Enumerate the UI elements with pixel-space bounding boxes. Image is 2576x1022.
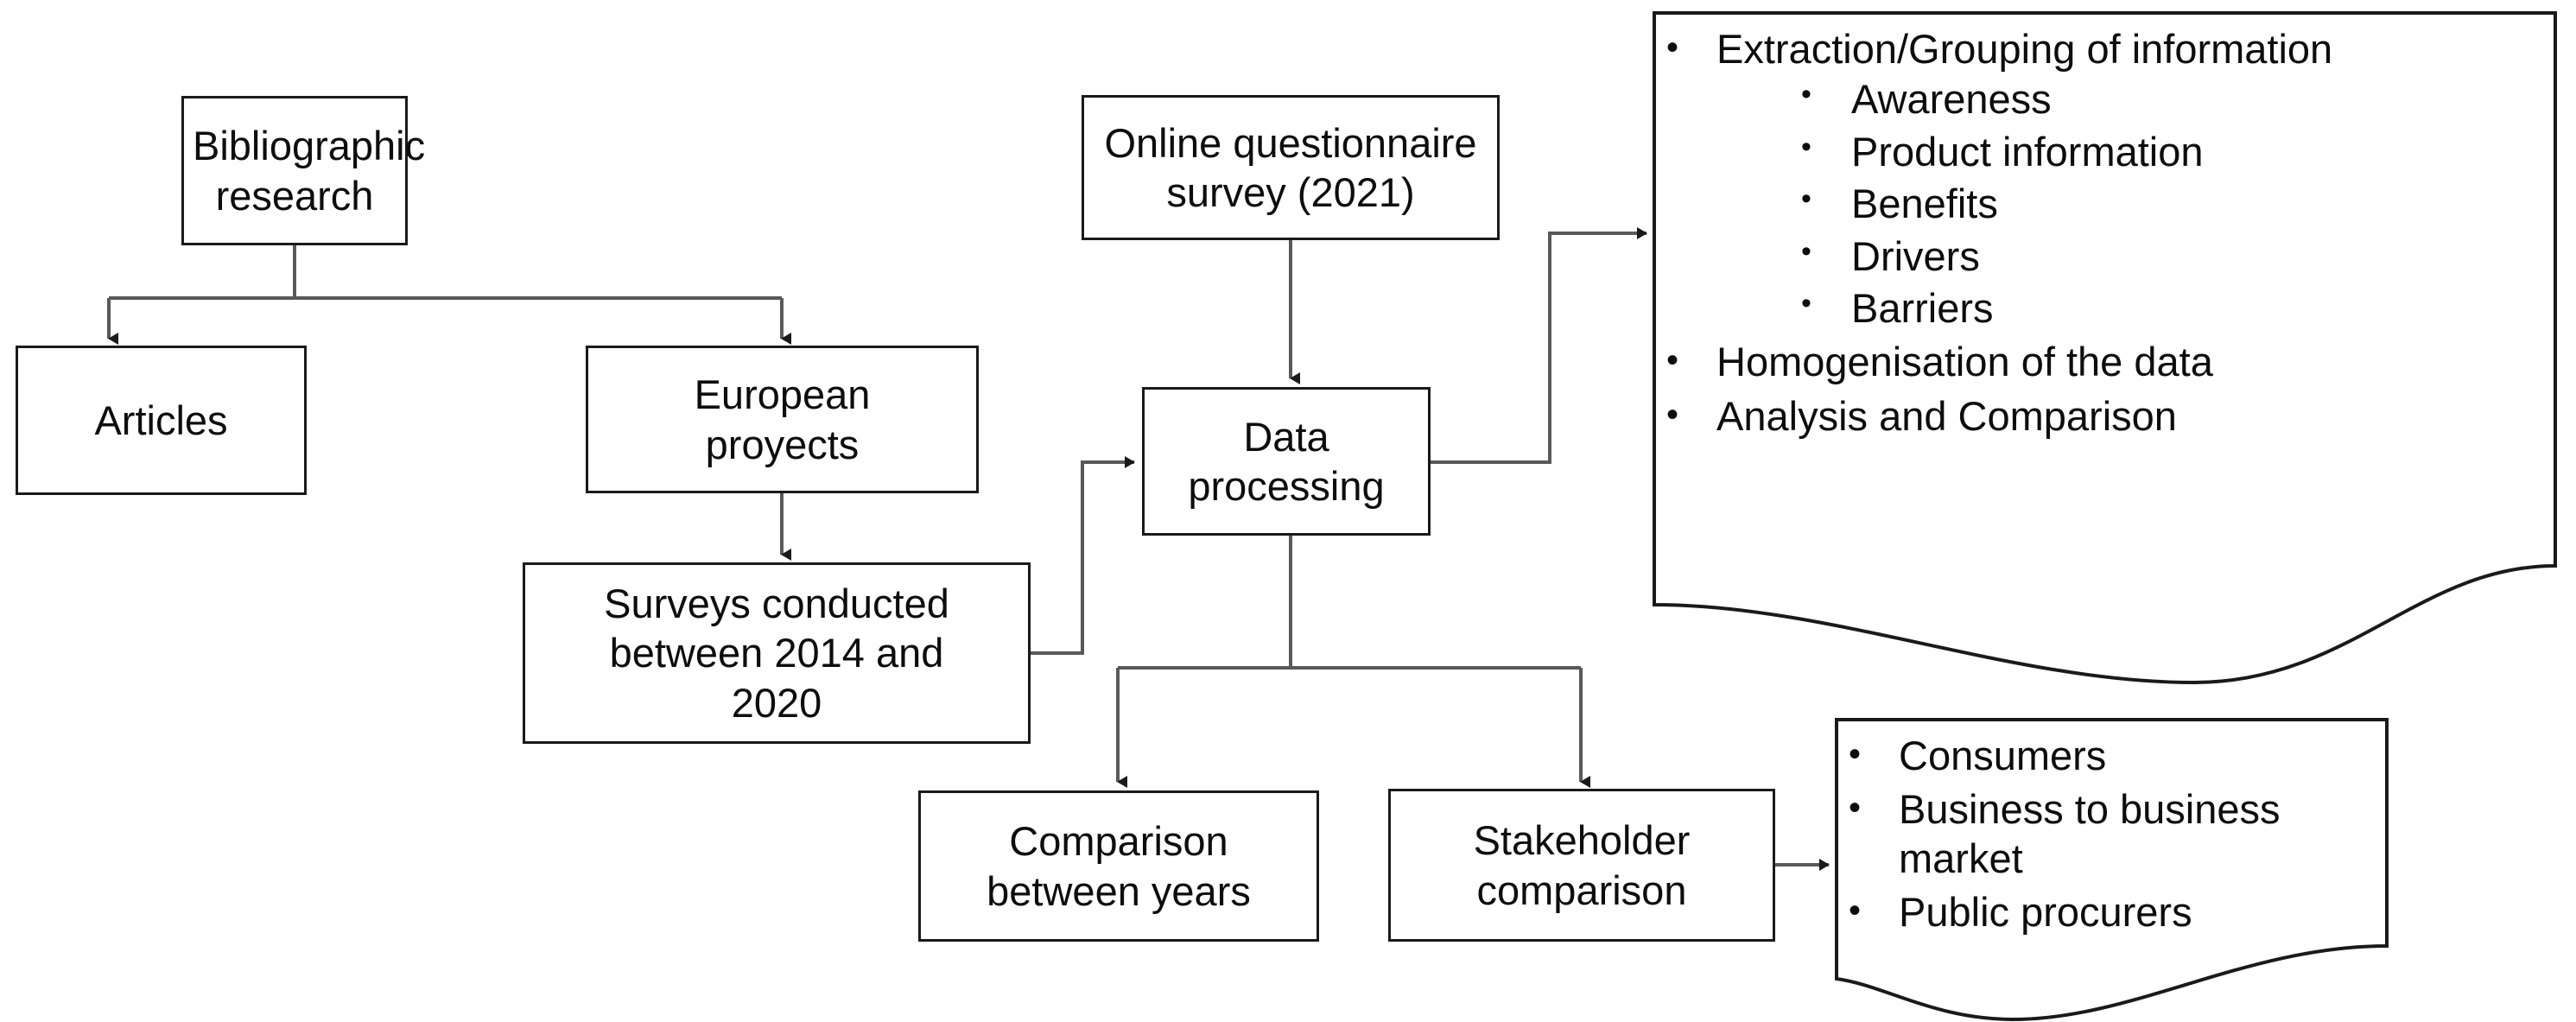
line-2: survey (2021) [1166, 169, 1415, 215]
stakeholder-document[interactable]: • Consumers • Business to business marke… [1837, 720, 2387, 979]
line-1: Surveys conducted [604, 581, 949, 626]
processing-sub-list: • Awareness • Product information • Bene… [1716, 75, 2555, 333]
list-item-label: Product information [1851, 128, 2204, 175]
stakeholder-bullet-list: • Consumers • Business to business marke… [1837, 732, 2387, 937]
bullet-glyph: • [1801, 286, 1811, 320]
list-item-benefits[interactable]: • Benefits [1794, 180, 2555, 228]
line-1: European [694, 371, 871, 418]
connector-surveys-to-processing [1031, 456, 1135, 655]
node-data-processing-label: Data processing [1153, 412, 1419, 511]
list-item-barriers[interactable]: • Barriers [1794, 284, 2555, 333]
line-2: between 2014 and [609, 630, 944, 676]
list-item-homogenisation[interactable]: • Homogenisation of the data [1654, 338, 2555, 386]
node-online-questionnaire-survey[interactable]: Online questionnaire survey (2021) [1082, 95, 1500, 240]
line-2: proyects [705, 421, 860, 467]
list-item-consumers[interactable]: • Consumers [1837, 732, 2387, 780]
list-item-label: Barriers [1851, 284, 1994, 331]
node-data-processing[interactable]: Data processing [1142, 387, 1431, 536]
bullet-glyph: • [1801, 130, 1811, 163]
node-surveys-conducted-label: Surveys conducted between 2014 and 2020 [534, 579, 1019, 727]
line-1: Bibliographic [193, 123, 426, 169]
processing-document[interactable]: • Extraction/Grouping of information • A… [1654, 13, 2555, 605]
list-item-label: Benefits [1851, 181, 1998, 227]
node-european-proyects[interactable]: European proyects [586, 346, 979, 493]
list-item-label: Business to business market [1899, 786, 2281, 881]
bullet-glyph: • [1666, 29, 1679, 67]
bullet-glyph: • [1849, 789, 1862, 828]
list-item-product-information[interactable]: • Product information [1794, 128, 2555, 176]
list-item-analysis-comparison[interactable]: • Analysis and Comparison [1654, 392, 2555, 441]
bullet-glyph: • [1666, 341, 1679, 380]
node-stakeholder-comparison-label: Stakeholder comparison [1399, 816, 1764, 915]
bullet-glyph: • [1849, 892, 1862, 930]
list-item-business-to-business[interactable]: • Business to business market [1837, 785, 2387, 883]
connector-processing-to-document [1431, 227, 1647, 464]
line-2: processing [1188, 463, 1385, 509]
list-item-label: Awareness [1851, 76, 2052, 123]
bullet-glyph: • [1849, 735, 1862, 773]
line-1: Comparison [1009, 818, 1228, 865]
line-1: Stakeholder [1473, 817, 1691, 864]
line-2: between years [987, 867, 1251, 914]
list-item-awareness[interactable]: • Awareness [1794, 75, 2555, 124]
node-comparison-between-years-label: Comparison between years [930, 816, 1308, 916]
list-item-drivers[interactable]: • Drivers [1794, 232, 2555, 281]
list-item-label: Homogenisation of the data [1716, 339, 2213, 385]
node-bibliographic-research-label: Bibliographic research [193, 121, 425, 220]
node-online-questionnaire-survey-label: Online questionnaire survey (2021) [1093, 118, 1488, 218]
list-item-label: Public procurers [1899, 889, 2192, 936]
bullet-glyph: • [1666, 395, 1679, 434]
line-3: 2020 [731, 679, 822, 726]
processing-bullet-list: • Extraction/Grouping of information • A… [1654, 25, 2555, 441]
list-item-public-procurers[interactable]: • Public procurers [1837, 888, 2387, 936]
node-bibliographic-research[interactable]: Bibliographic research [181, 96, 425, 245]
list-item-extraction[interactable]: • Extraction/Grouping of information • A… [1654, 25, 2555, 333]
line-2: comparison [1476, 866, 1687, 913]
node-surveys-conducted[interactable]: Surveys conducted between 2014 and 2020 [523, 562, 1031, 744]
node-articles[interactable]: Articles [16, 346, 307, 495]
list-item-label: Consumers [1899, 733, 2107, 778]
list-item-label: Drivers [1851, 232, 1980, 279]
bullet-glyph: • [1801, 182, 1811, 216]
node-articles-label: Articles [94, 397, 228, 443]
node-stakeholder-comparison[interactable]: Stakeholder comparison [1388, 789, 1775, 942]
list-item-label: Analysis and Comparison [1716, 392, 2177, 439]
node-european-proyects-label: European proyects [597, 370, 968, 469]
line-2: research [215, 172, 374, 219]
bullet-glyph: • [1801, 234, 1811, 268]
line-1: Online questionnaire [1104, 119, 1477, 166]
list-item-label: Extraction/Grouping of information [1716, 26, 2333, 72]
line-1: Data [1243, 413, 1329, 460]
bullet-glyph: • [1801, 78, 1811, 111]
node-comparison-between-years[interactable]: Comparison between years [918, 790, 1319, 942]
